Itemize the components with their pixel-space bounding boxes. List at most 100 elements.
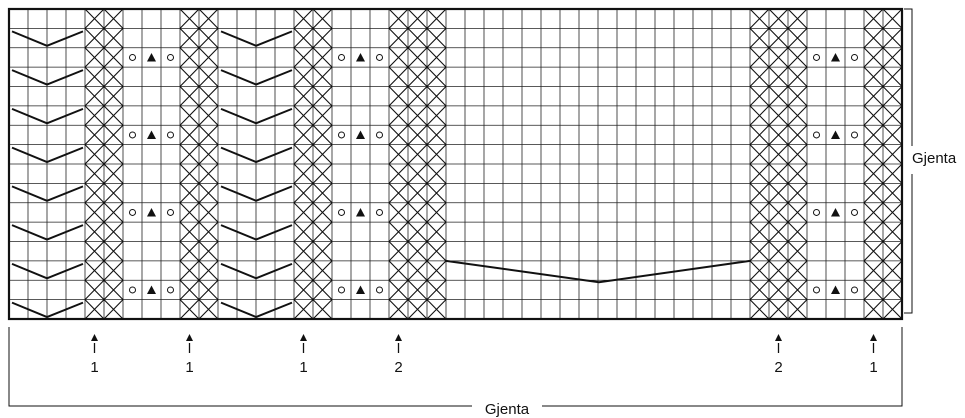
cable-cross-mark (312, 66, 333, 87)
cable-cross-mark (293, 66, 314, 87)
cable-cross-mark (749, 241, 770, 262)
cable-cross-mark (768, 144, 789, 165)
cable-cross-mark (84, 241, 105, 262)
cable-cross-mark (84, 299, 105, 320)
cable-cross-mark (84, 47, 105, 68)
cable-cross-mark (426, 241, 447, 262)
eyelet-mark (129, 53, 136, 61)
cable-cross-mark (103, 163, 124, 184)
cable-cross-mark (768, 105, 789, 126)
eyelet-mark (338, 286, 345, 294)
cable-cross-mark (84, 279, 105, 301)
cable-cross-mark (749, 221, 770, 242)
cable-cross-mark (388, 124, 409, 146)
chevron-mark (220, 185, 293, 202)
cable-cross-mark (407, 241, 428, 262)
cable-cross-mark (787, 8, 808, 29)
cable-cross-mark (293, 221, 314, 242)
cable-cross-mark (749, 260, 770, 281)
cable-cross-mark (407, 105, 428, 126)
cable-cross-mark (312, 221, 333, 242)
cable-cross-mark (179, 105, 200, 126)
cable-cross-mark (179, 144, 200, 165)
cable-cross-mark (103, 241, 124, 262)
cable-cross-mark (768, 299, 789, 320)
cable-cross-mark (179, 299, 200, 320)
marker-arrow-head (91, 334, 98, 341)
decrease-mark (831, 130, 840, 139)
decrease-mark (147, 207, 156, 217)
cable-cross-mark (407, 299, 428, 320)
eyelet-mark (129, 131, 136, 139)
chevron-mark (220, 301, 293, 319)
cable-cross-mark (863, 299, 884, 320)
cable-cross-mark (84, 221, 105, 242)
cable-cross-mark (293, 163, 314, 184)
cable-cross-mark (198, 8, 219, 29)
cable-cross-mark (426, 279, 447, 301)
cable-cross-mark (426, 8, 447, 29)
cable-cross-mark (388, 66, 409, 87)
cable-cross-mark (388, 202, 409, 223)
cable-cross-mark (426, 66, 447, 87)
cable-cross-mark (293, 8, 314, 29)
decrease-mark (831, 52, 840, 62)
cable-cross-mark (882, 163, 903, 184)
cable-cross-mark (103, 124, 124, 146)
cable-cross-mark (407, 124, 428, 146)
decrease-mark (147, 285, 156, 294)
cable-cross-mark (863, 105, 884, 126)
decrease-mark (356, 130, 365, 139)
cable-cross-mark (863, 279, 884, 301)
cable-cross-mark (768, 221, 789, 242)
marker-label: 2 (394, 359, 402, 376)
cable-cross-mark (407, 202, 428, 223)
eyelet-mark (338, 53, 345, 61)
cable-cross-mark (882, 182, 903, 204)
cable-cross-mark (312, 299, 333, 320)
cable-cross-mark (863, 8, 884, 29)
cable-cross-mark (749, 8, 770, 29)
decrease-mark (147, 52, 156, 62)
cable-cross-mark (179, 182, 200, 204)
cable-cross-mark (768, 66, 789, 87)
cable-cross-mark (388, 27, 409, 49)
cable-cross-mark (312, 8, 333, 29)
cable-cross-mark (103, 221, 124, 242)
chevron-mark (220, 224, 293, 241)
cable-cross-mark (863, 260, 884, 281)
cable-cross-mark (84, 260, 105, 281)
cable-cross-mark (749, 163, 770, 184)
cable-cross-mark (103, 66, 124, 87)
cable-cross-mark (768, 8, 789, 29)
cable-cross-mark (293, 182, 314, 204)
cable-cross-mark (882, 221, 903, 242)
cable-cross-mark (103, 27, 124, 49)
cable-cross-mark (103, 299, 124, 320)
cable-cross-mark (312, 144, 333, 165)
cable-cross-mark (198, 221, 219, 242)
cable-cross-mark (749, 202, 770, 223)
chevron-mark (11, 69, 84, 86)
cable-cross-mark (768, 182, 789, 204)
marker-label: 1 (869, 359, 877, 376)
cable-cross-mark (426, 202, 447, 223)
eyelet-mark (851, 208, 858, 216)
eyelet-mark (167, 208, 174, 216)
cable-cross-mark (388, 221, 409, 242)
cable-cross-mark (882, 66, 903, 87)
marker-arrow-head (186, 334, 193, 341)
cable-cross-mark (749, 66, 770, 87)
chevron-mark (220, 107, 293, 125)
cable-cross-mark (103, 279, 124, 301)
cable-cross-mark (198, 202, 219, 223)
decrease-mark (831, 207, 840, 217)
stitch-repeat-bracket-gap (472, 403, 542, 409)
cable-cross-mark (179, 163, 200, 184)
cable-cross-mark (293, 124, 314, 146)
decrease-mark (831, 285, 840, 294)
cable-cross-mark (863, 202, 884, 223)
cable-cross-mark (179, 27, 200, 49)
cable-cross-mark (787, 86, 808, 107)
cable-cross-mark (882, 86, 903, 107)
